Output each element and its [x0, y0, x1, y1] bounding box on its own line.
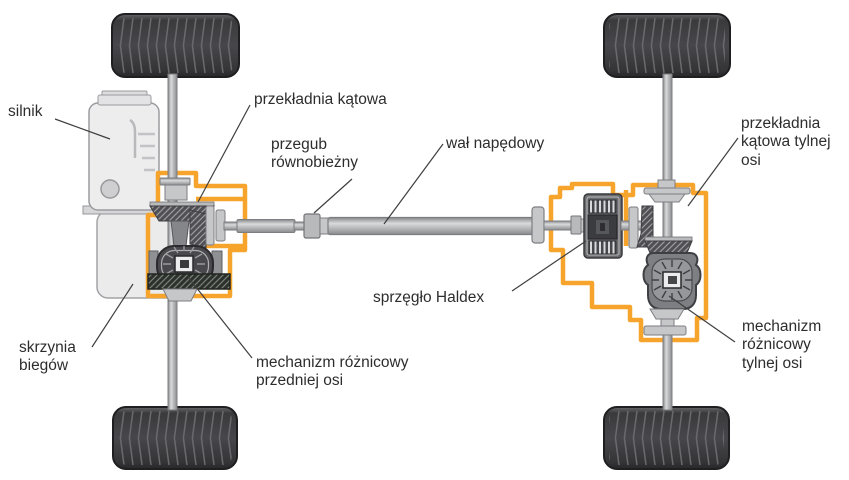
- haldex-plates-bottom: [588, 240, 617, 255]
- engine-rib-curve: [129, 118, 137, 158]
- label-engine: silnik: [8, 103, 43, 120]
- rear-diff-spokes: [652, 260, 692, 300]
- drive-shaft-flange: [531, 206, 545, 244]
- front-ring-gear: [147, 273, 231, 290]
- leader-haldex-clutch: [511, 240, 587, 292]
- leader-rear-differential: [668, 295, 736, 343]
- leader-cv-joint: [313, 178, 353, 214]
- rear-wheel-bottom: [603, 406, 730, 470]
- front-differential: [147, 245, 231, 302]
- haldex-plates-top: [588, 199, 617, 214]
- rear-ring-gear: [644, 240, 693, 254]
- engine-ribs: [138, 132, 155, 172]
- rear-differential: [642, 252, 702, 336]
- leader-lines: [54, 104, 739, 359]
- haldex-clutch: [583, 193, 643, 259]
- leader-drive-shaft: [383, 143, 444, 225]
- label-haldex-clutch: sprzęgło Haldex: [373, 289, 485, 306]
- label-front-differential: mechanizm różnicowy przedniej osi: [256, 354, 409, 390]
- rear-wheel-top: [603, 13, 731, 78]
- engine-pulley: [100, 179, 120, 199]
- label-front-angle-gear: przekładnia kątowa: [254, 91, 387, 108]
- leader-gearbox: [91, 283, 134, 348]
- leader-front-differential: [187, 276, 253, 359]
- front-wheel-bottom: [112, 406, 238, 470]
- front-wheel-top: [111, 13, 240, 78]
- leader-front-angle-gear: [197, 104, 251, 203]
- front-output-flange: [205, 205, 215, 246]
- label-gearbox: skrzynia biegów: [19, 339, 76, 375]
- rear-angle-gear: [636, 179, 693, 254]
- engine: [82, 90, 174, 215]
- label-rear-angle-gear: przekładnia kątowa tylnej osi: [741, 115, 831, 169]
- label-rear-differential: mechanizm różnicowy tylnej osi: [742, 318, 822, 372]
- drive-shaft: [223, 206, 589, 244]
- label-cv-joint: przegub równobieżny: [271, 136, 359, 172]
- label-drive-shaft: wał napędowy: [446, 135, 545, 152]
- leader-rear-angle-gear: [687, 137, 739, 207]
- rear-drivetrain-highlight: [548, 181, 709, 343]
- cv-joint: [303, 213, 329, 239]
- leader-engine: [54, 118, 111, 140]
